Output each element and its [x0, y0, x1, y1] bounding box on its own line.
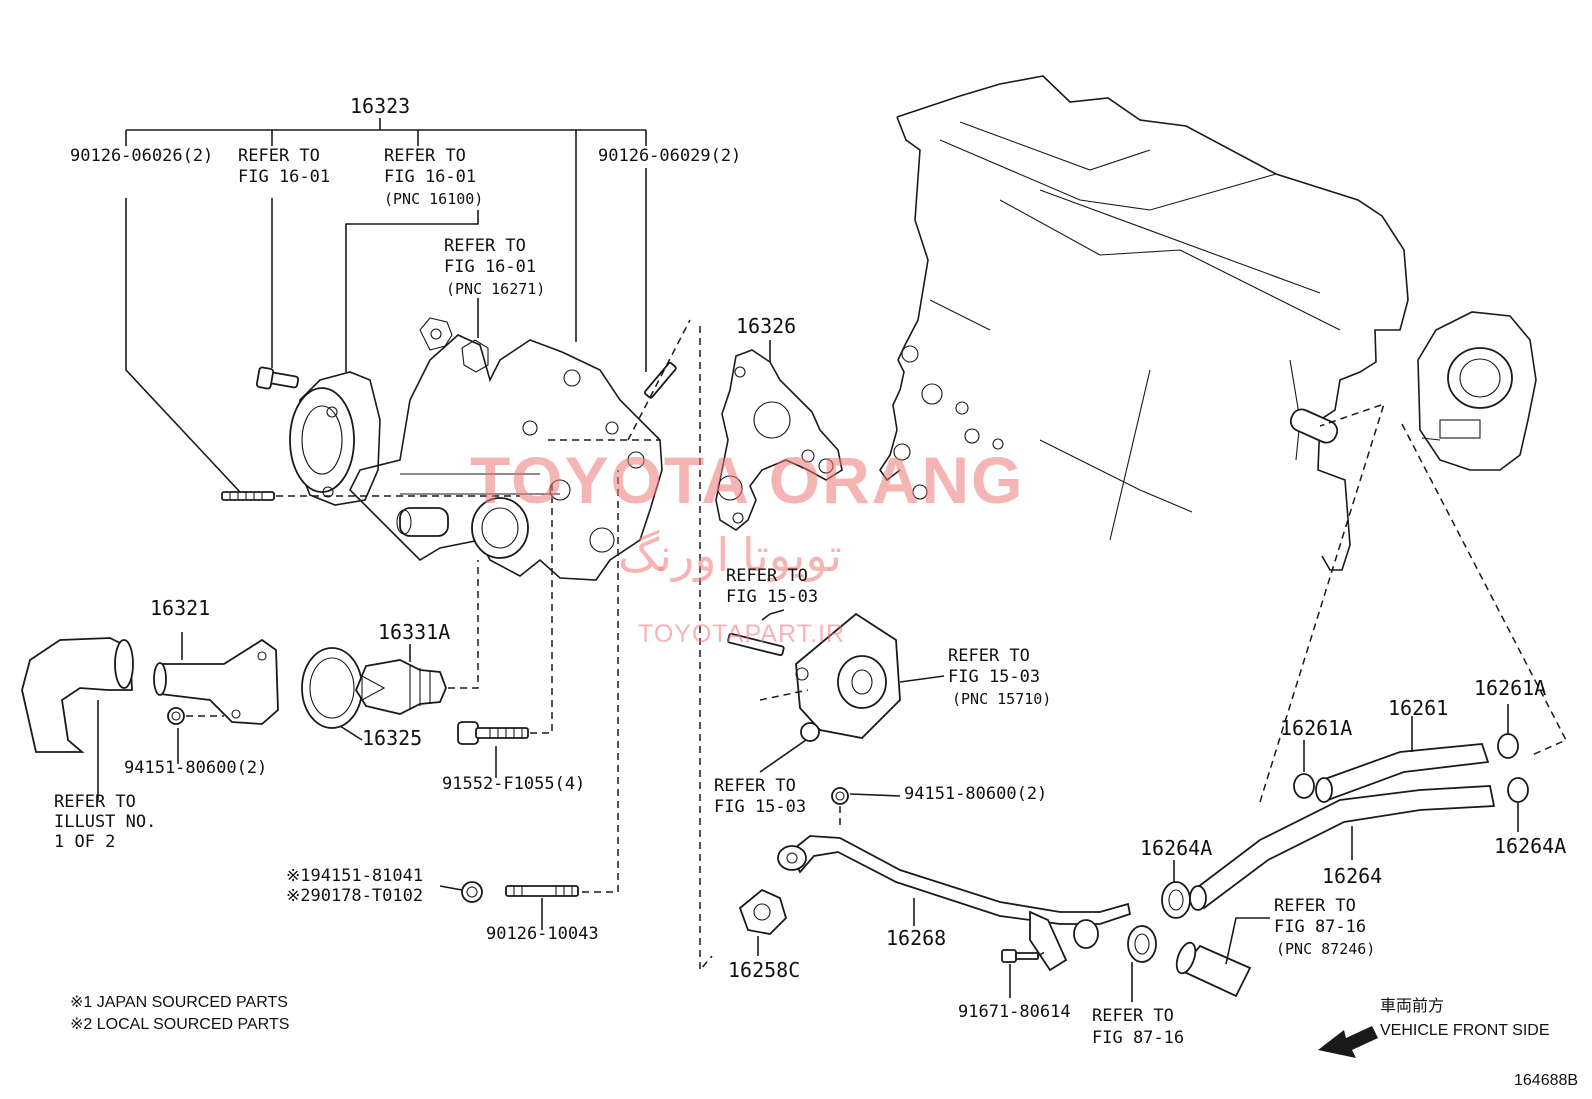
dashed-frame-middle — [627, 319, 713, 973]
bolt-refer-fig-16-01 — [255, 366, 300, 390]
hose-refer-fig-87-16 — [1175, 917, 1270, 998]
label-nut-94151-80600-right: 94151-80600(2) — [904, 784, 1048, 804]
label-16323: 16323 — [350, 94, 411, 118]
leader-16323 — [125, 118, 660, 497]
label-refer-15-top-line1: REFER TO — [726, 566, 808, 586]
arrow-left-down-icon — [1318, 1026, 1378, 1058]
label-refer-c-line1: REFER TO — [444, 236, 526, 256]
label-bolt-91671-80614: 91671-80614 — [958, 1002, 1071, 1022]
label-refer-a-line1: REFER TO — [238, 146, 320, 166]
label-16264: 16264 — [1322, 864, 1383, 888]
label-refer-87-bottom-line1: REFER TO — [1092, 1006, 1174, 1026]
label-16326: 16326 — [736, 314, 797, 338]
label-vehicle-front-side: VEHICLE FRONT SIDE — [1380, 1022, 1550, 1039]
label-refer-15-bottom-line1: REFER TO — [714, 776, 796, 796]
water-inlet-housing — [349, 317, 663, 581]
nut-94151-81041 — [439, 881, 483, 903]
label-note2-part: ※290178-T0102 — [286, 886, 424, 906]
label-refer-87-right-line2: FIG 87-16 — [1274, 917, 1367, 937]
label-refer-illust-line3: 1 OF 2 — [54, 832, 116, 852]
nut-94151-80600-left — [167, 707, 224, 764]
label-note1-part: ※194151-81041 — [286, 866, 424, 886]
clamp-16261a-right — [1497, 704, 1519, 759]
gasket-16326 — [715, 340, 843, 531]
label-refer-15-right-line2: FIG 15-03 — [948, 667, 1041, 687]
label-16321: 16321 — [150, 596, 211, 620]
water-inlet-16321 — [153, 632, 279, 725]
bolt-91671-80614 — [1001, 949, 1049, 998]
stud-90126-10043 — [505, 470, 619, 930]
clamp-16261a-left — [1293, 740, 1315, 799]
label-refer-b-line3: (PNC 16100) — [384, 190, 484, 208]
oil-cooler-assembly — [761, 609, 945, 739]
label-refer-87-right-line1: REFER TO — [1274, 896, 1356, 916]
gasket-16258c — [738, 888, 788, 956]
clamp-16264a-upper — [1161, 860, 1191, 919]
gasket-16325 — [301, 647, 363, 741]
nut-oil-cooler — [759, 722, 820, 773]
label-16264a-right: 16264A — [1494, 834, 1567, 858]
figure-id: 164688B — [1514, 1072, 1579, 1089]
label-bolt-90126-06026: 90126-06026(2) — [70, 146, 214, 166]
label-refer-a-line2: FIG 16-01 — [238, 167, 331, 187]
water-pipe-16268 — [777, 835, 1132, 972]
label-refer-87-bottom-line2: FIG 87-16 — [1092, 1028, 1185, 1048]
label-16268: 16268 — [886, 926, 947, 950]
label-16261: 16261 — [1388, 696, 1449, 720]
label-refer-illust-line2: ILLUST NO. — [54, 812, 157, 832]
throttle-body — [1417, 311, 1537, 471]
label-refer-b-line2: FIG 16-01 — [384, 167, 477, 187]
clamp-16264a-right — [1507, 777, 1529, 832]
note-local-sourced: ※2 LOCAL SOURCED PARTS — [70, 1016, 290, 1033]
hose-16261 — [1315, 716, 1490, 803]
label-stud-90126-10043: 90126-10043 — [486, 924, 599, 944]
label-refer-c-line3: (PNC 16271) — [446, 280, 546, 298]
thermostat-16331a — [354, 560, 479, 715]
label-refer-illust-line1: REFER TO — [54, 792, 136, 812]
label-front-japanese: 車両前方 — [1380, 998, 1445, 1015]
bolt-90126-06026 — [221, 491, 275, 501]
label-16261a-left: 16261A — [1280, 716, 1353, 740]
label-16325: 16325 — [362, 726, 423, 750]
engine-block-outline — [879, 75, 1409, 571]
label-16261a-right: 16261A — [1474, 676, 1547, 700]
note-japan-sourced: ※1 JAPAN SOURCED PARTS — [70, 994, 288, 1011]
label-16258c: 16258C — [728, 958, 801, 982]
bolt-91552-f1055 — [457, 480, 553, 778]
label-refer-c-line2: FIG 16-01 — [444, 257, 537, 277]
stud-oil-cooler — [727, 632, 809, 701]
stud-90126-06029 — [643, 362, 677, 399]
label-16331a: 16331A — [378, 620, 451, 644]
dashed-frame-right — [1259, 402, 1568, 803]
hose-16264 — [1189, 785, 1496, 911]
label-16264a-left: 16264A — [1140, 836, 1213, 860]
label-refer-87-right-line3: (PNC 87246) — [1276, 940, 1376, 958]
label-refer-15-right-line1: REFER TO — [948, 646, 1030, 666]
label-refer-15-bottom-line2: FIG 15-03 — [714, 797, 807, 817]
water-pump-body — [289, 371, 381, 506]
clamp-16264a-lower — [1127, 925, 1157, 1002]
nut-94151-80600-right — [831, 787, 901, 826]
label-refer-b-line1: REFER TO — [384, 146, 466, 166]
label-refer-15-right-line3: (PNC 15710) — [952, 690, 1052, 708]
label-bolt-90126-06029: 90126-06029(2) — [598, 146, 742, 166]
label-bolt-91552-f1055: 91552-F1055(4) — [442, 774, 586, 794]
hose-refer-illust — [21, 637, 134, 800]
label-nut-94151-80600-left: 94151-80600(2) — [124, 758, 268, 778]
label-refer-15-top-line2: FIG 15-03 — [726, 587, 819, 607]
